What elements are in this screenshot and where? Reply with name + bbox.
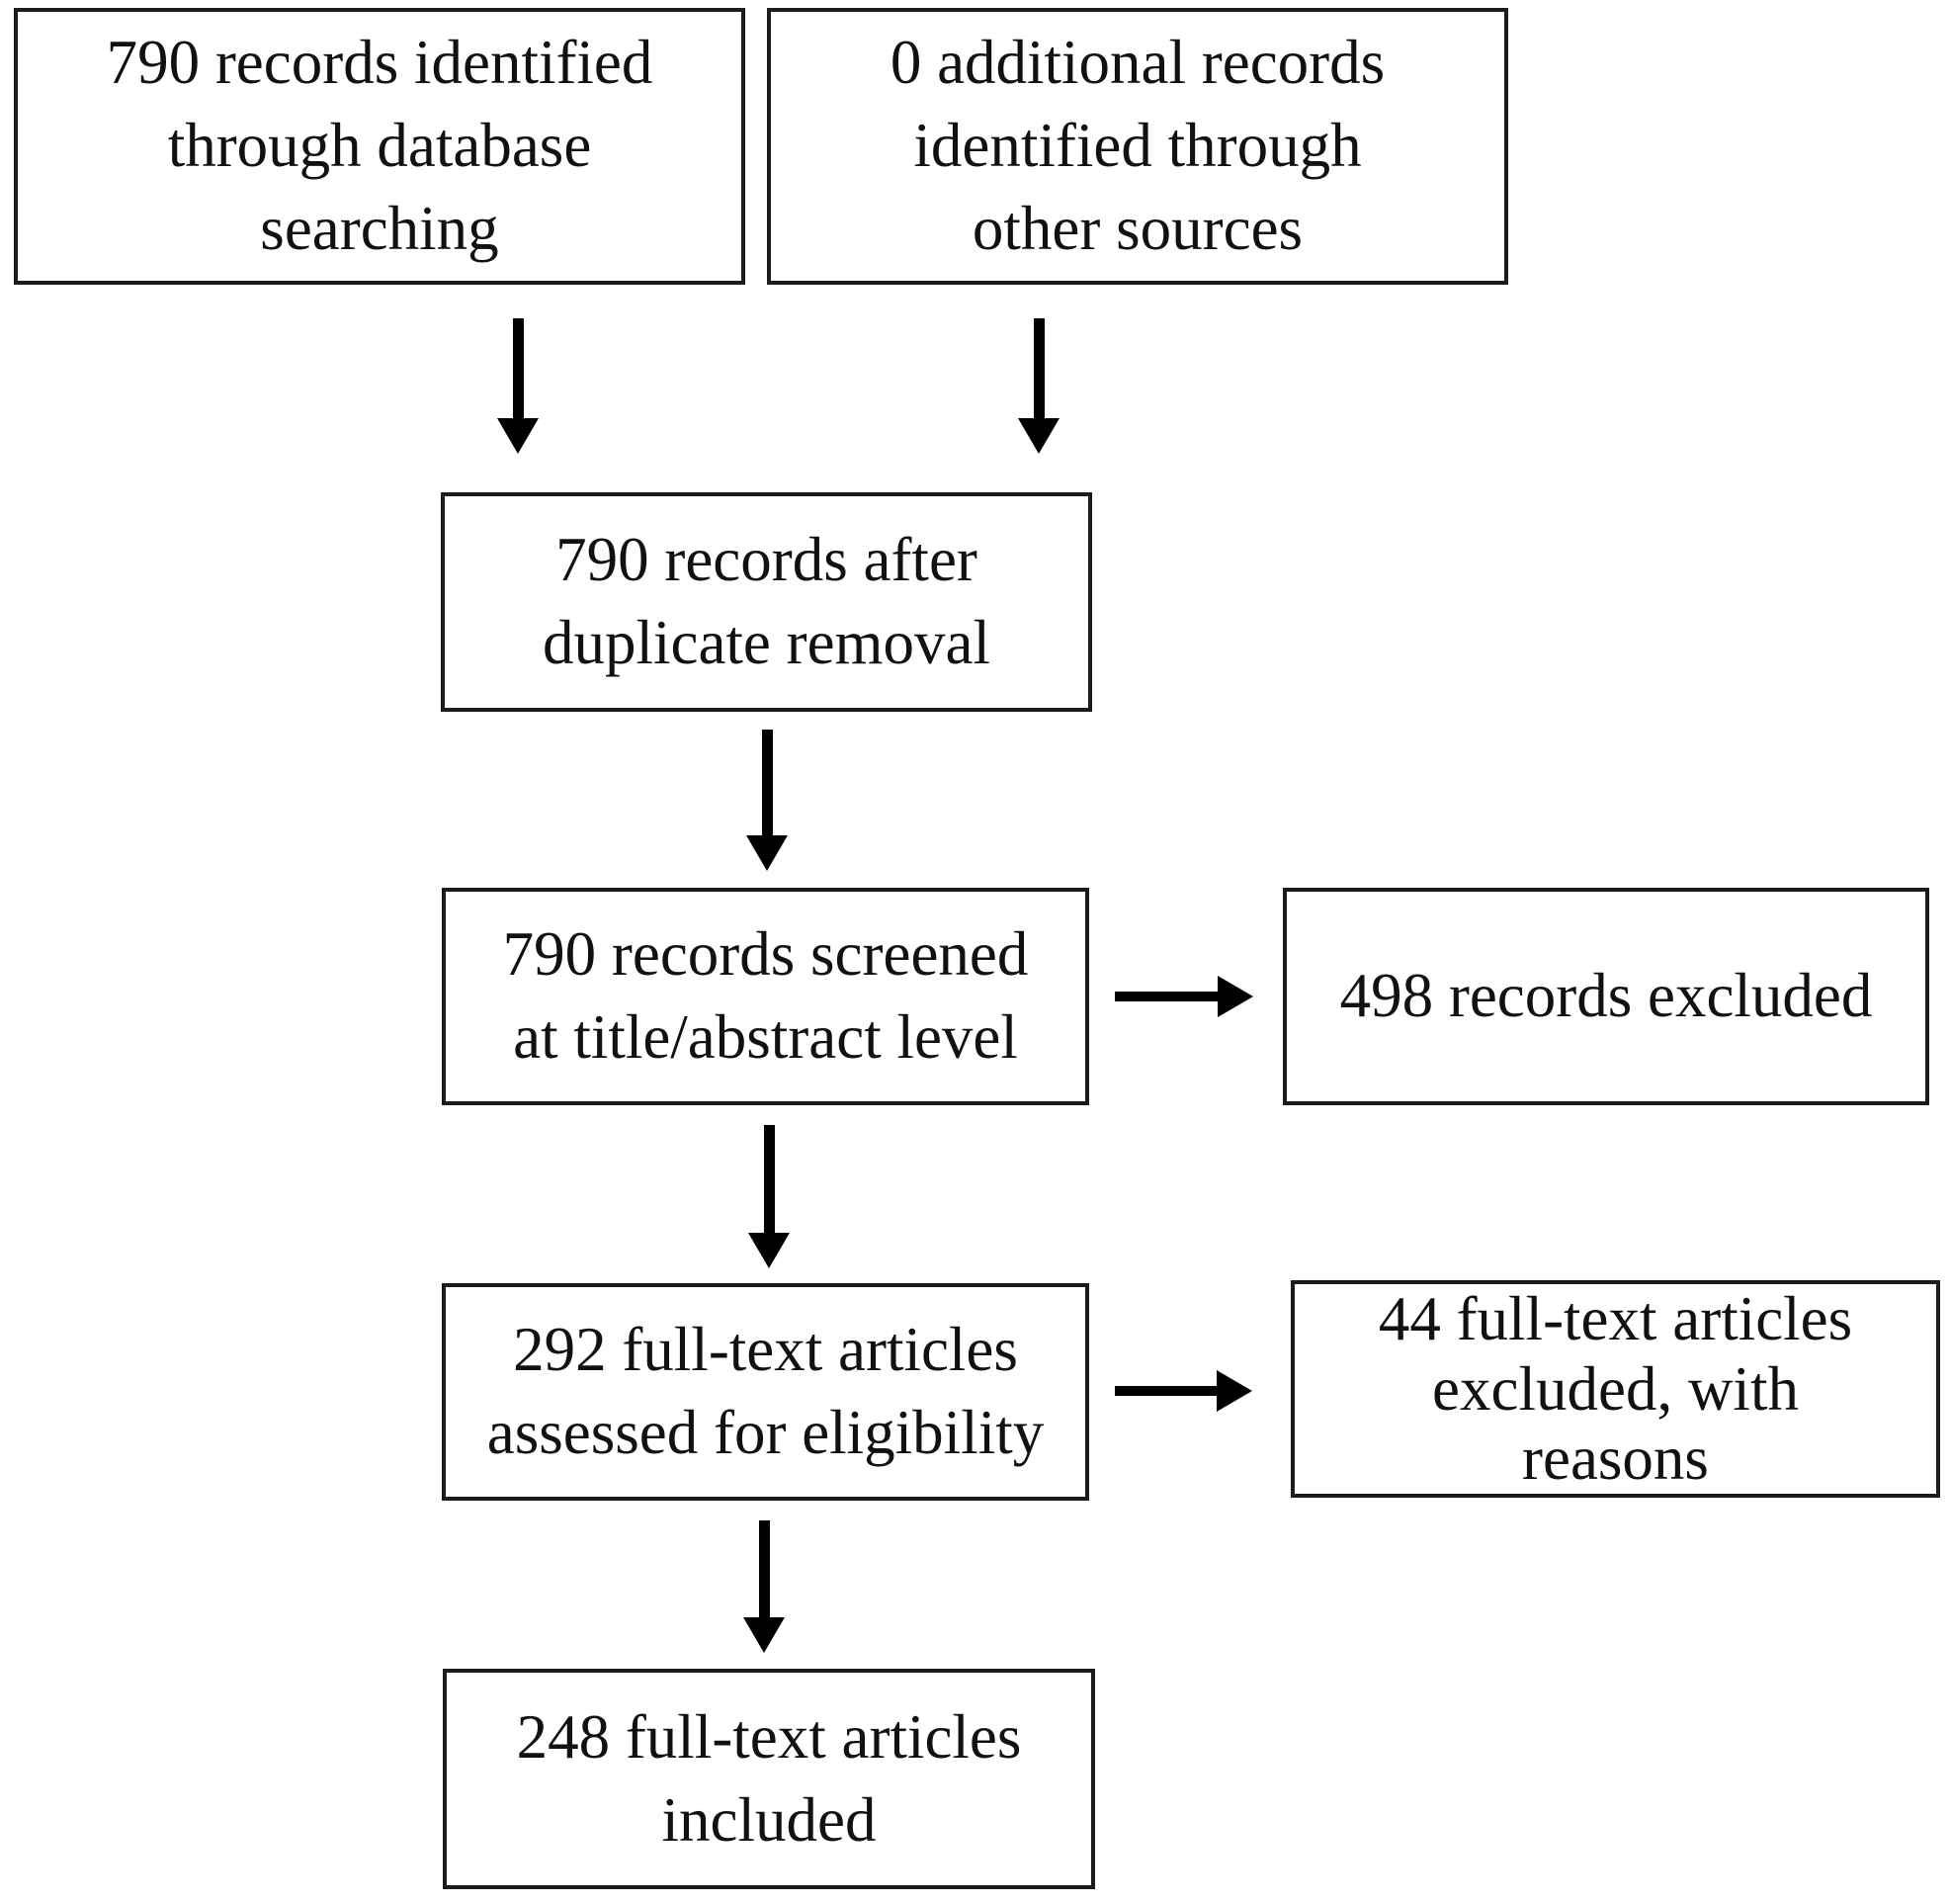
arrow-down-icon (745, 730, 789, 871)
arrow-shaft (1115, 1386, 1217, 1396)
flow-box-label: 790 records identified through database … (106, 28, 653, 263)
flow-box-fulltext-included: 248 full-text articles included (443, 1669, 1095, 1889)
flow-box-label: 498 records excluded (1339, 961, 1873, 1031)
flow-box-records-after-duplicate-removal: 790 records after duplicate removal (441, 492, 1092, 712)
flow-box-label: 248 full-text articles included (516, 1701, 1022, 1855)
flow-box-records-excluded: 498 records excluded (1283, 888, 1929, 1105)
arrow-head (1218, 976, 1253, 1017)
flow-box-fulltext-assessed: 292 full-text articles assessed for elig… (442, 1283, 1089, 1501)
flow-box-label: 790 records after duplicate removal (542, 525, 991, 677)
arrow-head (1217, 1370, 1252, 1412)
arrow-head (497, 418, 539, 454)
flow-box-label: 292 full-text articles assessed for elig… (486, 1315, 1045, 1467)
arrow-shaft (1115, 992, 1218, 1001)
arrow-head (748, 1233, 790, 1268)
arrow-shaft (1033, 318, 1045, 418)
arrow-shaft (758, 1520, 770, 1617)
arrow-right-icon (1115, 1369, 1252, 1413)
arrow-down-icon (747, 1125, 791, 1268)
flow-box-records-identified-other: 0 additional records identified through … (767, 8, 1508, 285)
arrow-shaft (761, 730, 773, 835)
arrow-down-icon (1017, 318, 1060, 454)
arrow-right-icon (1115, 975, 1253, 1018)
arrow-head (743, 1617, 785, 1653)
flow-box-records-identified-database: 790 records identified through database … (14, 8, 745, 285)
arrow-shaft (512, 318, 524, 418)
arrow-head (746, 835, 788, 871)
arrow-shaft (763, 1125, 775, 1233)
arrow-head (1018, 418, 1060, 454)
flow-box-records-screened: 790 records screened at title/abstract l… (442, 888, 1089, 1105)
flow-box-label: 0 additional records identified through … (890, 28, 1386, 263)
flow-box-label: 790 records screened at title/abstract l… (502, 919, 1029, 1072)
flow-box-fulltext-excluded: 44 full-text articles excluded, with rea… (1291, 1280, 1940, 1498)
arrow-down-icon (742, 1520, 786, 1653)
arrow-down-icon (496, 318, 540, 454)
flow-box-label: 44 full-text articles excluded, with rea… (1378, 1284, 1853, 1494)
